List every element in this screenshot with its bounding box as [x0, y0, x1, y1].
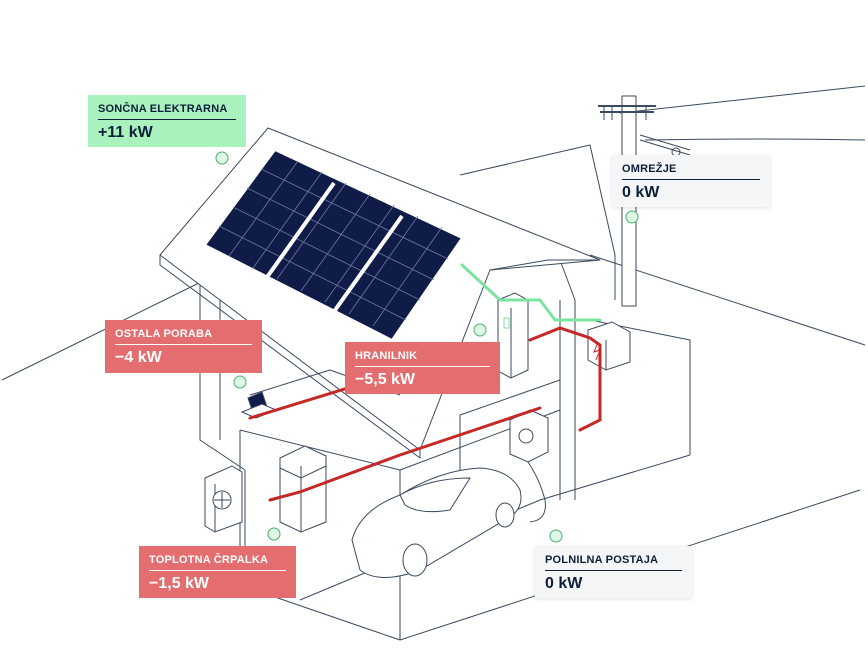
solar-label: SONČNA ELEKTRARNA — [98, 103, 236, 120]
battery-value: −5,5 kW — [355, 371, 416, 388]
solar-card: SONČNA ELEKTRARNA +11 kW — [88, 95, 246, 147]
charger-value: 0 kW — [545, 575, 583, 592]
grid-value: 0 kW — [622, 184, 660, 201]
inverter-icon — [587, 321, 631, 371]
solar-value: +11 kW — [98, 124, 153, 141]
other-consumption-label: OSTALA PORABA — [115, 328, 252, 345]
car-icon — [351, 467, 522, 578]
grid-label: OMREŽJE — [622, 163, 760, 180]
battery-icon — [497, 292, 529, 379]
battery-label: HRANILNIK — [355, 350, 490, 367]
charger-card: POLNILNA POSTAJA 0 kW — [535, 546, 692, 598]
heat-pump-icon — [204, 465, 243, 533]
grid-card: OMREŽJE 0 kW — [612, 155, 770, 207]
heat-pump-value: −1,5 kW — [149, 575, 210, 592]
heat-pump-label: TOPLOTNA ČRPALKA — [149, 554, 286, 571]
heat-pump-card: TOPLOTNA ČRPALKA −1,5 kW — [139, 546, 296, 598]
battery-card: HRANILNIK −5,5 kW — [345, 342, 500, 394]
other-consumption-value: −4 kW — [115, 349, 162, 366]
boiler-icon — [279, 445, 327, 533]
solar-panel-icon — [203, 148, 464, 342]
other-consumption-card: OSTALA PORABA −4 kW — [105, 320, 262, 373]
leaf-icon — [215, 151, 639, 543]
charger-label: POLNILNA POSTAJA — [545, 554, 682, 571]
ev-charger-icon — [509, 409, 549, 523]
